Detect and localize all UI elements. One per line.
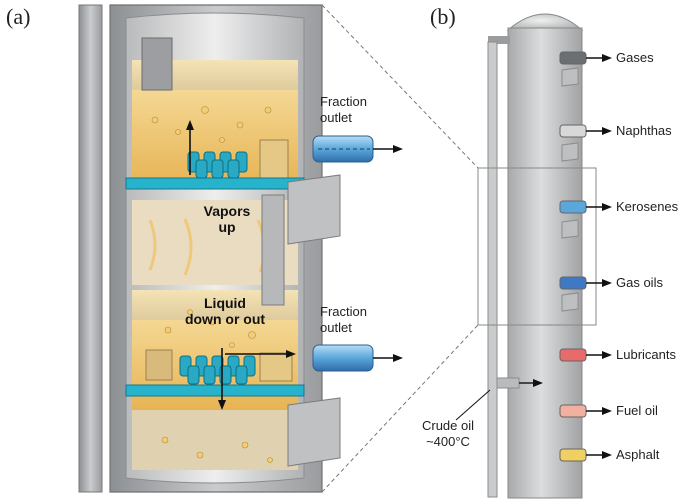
left-rod bbox=[78, 4, 103, 493]
product-label-lubricants: Lubricants bbox=[616, 347, 676, 362]
product-label-fuel-oil: Fuel oil bbox=[616, 403, 658, 418]
fraction-outlet-bottom-pipe bbox=[312, 344, 403, 372]
product-outlet-fuel-oil bbox=[559, 404, 612, 418]
panel-label-b: (b) bbox=[430, 4, 456, 29]
product-outlet-kerosenes bbox=[559, 200, 612, 214]
column-cutaway bbox=[109, 4, 341, 493]
tray-upper bbox=[125, 177, 305, 190]
product-label-naphthas: Naphthas bbox=[616, 123, 672, 138]
product-label-gas-oils: Gas oils bbox=[616, 275, 663, 290]
product-label-asphalt: Asphalt bbox=[616, 447, 660, 462]
zoom-box bbox=[477, 167, 597, 326]
product-outlet-gas-oils bbox=[559, 276, 612, 290]
distillation-column bbox=[487, 13, 584, 499]
product-label-kerosenes: Kerosenes bbox=[616, 199, 679, 214]
zoom-connector-lines bbox=[321, 4, 479, 493]
fraction-outlet-top-pipe bbox=[312, 135, 403, 163]
crude-oil-feed-label: Crude oil~400°C bbox=[421, 418, 475, 449]
tray-lower bbox=[125, 384, 305, 397]
product-outlet-gases bbox=[559, 51, 612, 65]
panel-label-a: (a) bbox=[6, 4, 31, 29]
product-label-gases: Gases bbox=[616, 50, 654, 65]
product-outlet-asphalt bbox=[559, 448, 612, 462]
product-outlet-naphthas bbox=[559, 124, 612, 138]
product-outlet-lubricants bbox=[559, 348, 612, 362]
